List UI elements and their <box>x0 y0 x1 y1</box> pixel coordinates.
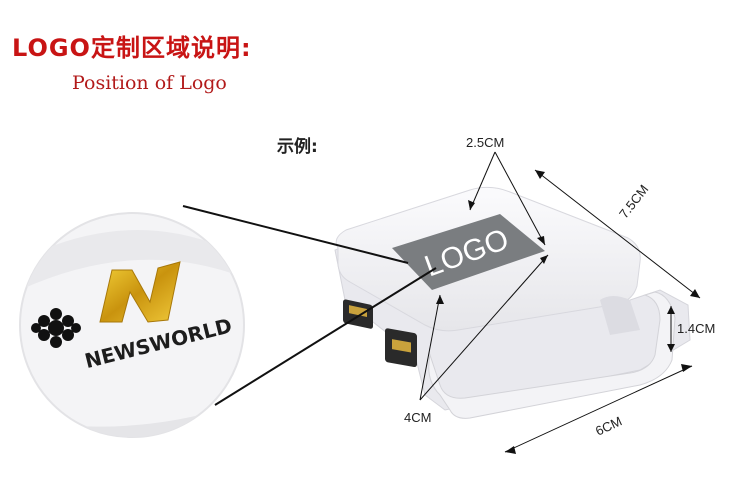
brand-n-mark: N <box>99 261 181 323</box>
brand-bloom-icon <box>31 308 81 348</box>
dim-thickness: 1.4CM <box>677 321 716 336</box>
dimension-arrowheads <box>436 170 700 454</box>
page-subtitle: Position of Logo <box>72 72 227 94</box>
zoom-leader-bottom <box>214 267 437 406</box>
dimension-lines <box>419 151 701 453</box>
zoom-leader-top <box>182 205 409 264</box>
dim-logo-height: 4CM <box>404 410 432 425</box>
usb-port-right <box>385 328 417 368</box>
page-title: LOGO定制区域说明: <box>12 34 252 62</box>
phone-stand: LOGO <box>334 186 691 419</box>
zoom-circle: N NEWSWORLD <box>19 212 245 438</box>
example-label: 示例: <box>277 137 318 157</box>
dim-logo-width: 2.5CM <box>466 135 505 150</box>
